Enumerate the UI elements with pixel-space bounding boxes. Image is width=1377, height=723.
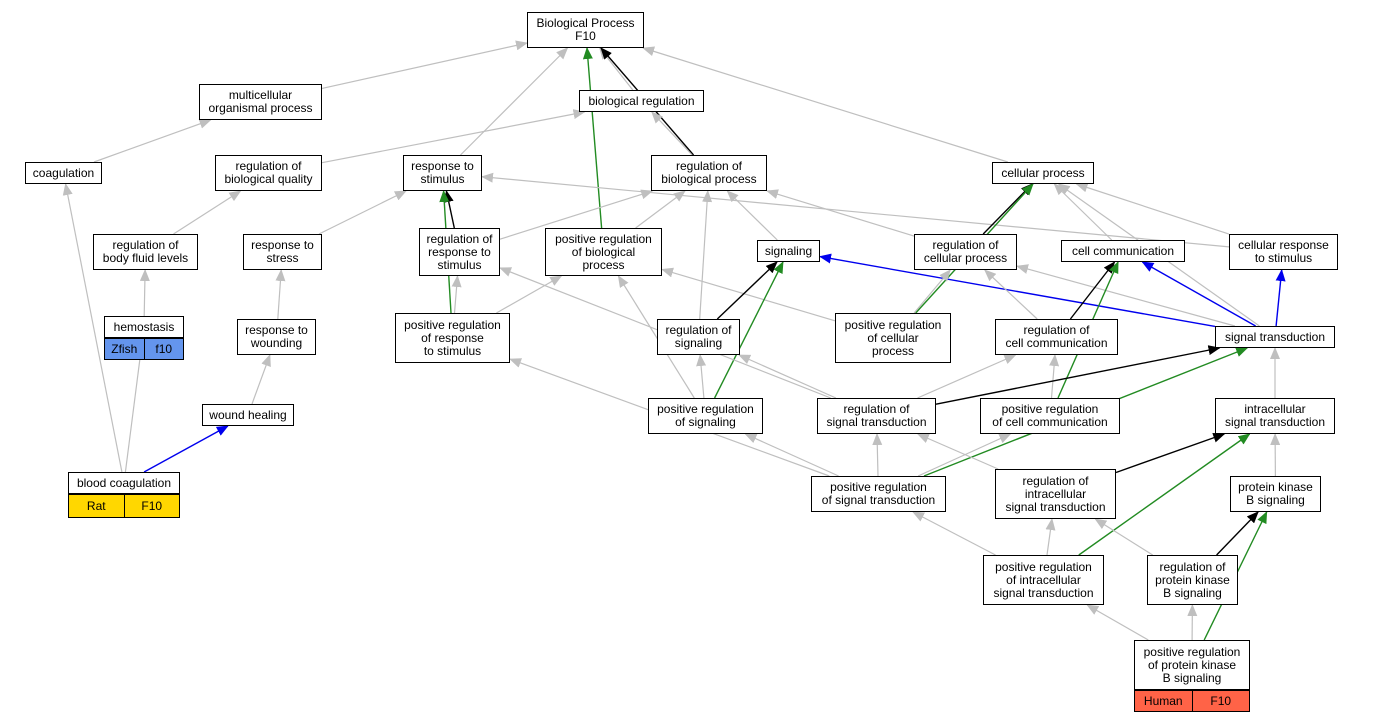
node-positive-regulation-of-cell-communication[interactable]: positive regulation of cell communicatio… (980, 398, 1120, 434)
edge-posregsignaling-to-signaling (713, 261, 784, 399)
node-regulation-of-signaling[interactable]: regulation of signaling (657, 319, 740, 355)
edge-bloodcoag-to-hemostasis (124, 337, 147, 473)
edge-posregcellproc-to-regcellproc (913, 269, 951, 314)
edge-sigtrans-to-cellcomm (1141, 261, 1256, 327)
edge-cellrespstim-to-cellproc (1075, 182, 1230, 235)
edge-posregpkb-to-posregintracell (1086, 604, 1149, 641)
badge-positive-regulation-of-protein-kinase-b-signaling: Human F10 (1134, 690, 1250, 712)
edge-regrespstim-to-regbioproc (499, 189, 654, 240)
badge-species: Human (1134, 690, 1193, 712)
node-regulation-of-body-fluid-levels[interactable]: regulation of body fluid levels (93, 234, 198, 270)
node-hemostasis[interactable]: hemostasis (104, 316, 184, 338)
node-regulation-of-signal-transduction[interactable]: regulation of signal transduction (817, 398, 936, 434)
edge-posregrespstim-to-regrespstim (451, 275, 462, 314)
edge-coagulation-to-multicellular (93, 119, 212, 163)
node-positive-regulation-of-signaling[interactable]: positive regulation of signaling (648, 398, 763, 434)
edge-hemostasis-to-regbodyfluid (139, 269, 150, 317)
node-regulation-of-response-to-stimulus[interactable]: regulation of response to stimulus (419, 228, 500, 276)
edge-regsigtrans-to-sigtrans (935, 345, 1221, 405)
edge-regcellproc-to-regbioproc (766, 189, 915, 237)
node-positive-regulation-of-signal-transduction[interactable]: positive regulation of signal transducti… (811, 476, 946, 512)
edge-cellproc-to-bp (642, 46, 1008, 163)
edge-posregcellcomm-to-regcellcomm (1049, 354, 1060, 399)
badge-species: Zfish (104, 338, 145, 360)
node-response-to-wounding[interactable]: response to wounding (237, 319, 316, 355)
node-multicellular-organismal-process[interactable]: multicellular organismal process (199, 84, 322, 120)
badge-species: Rat (68, 494, 125, 518)
edge-regsigtrans-to-regcellcomm (917, 354, 1017, 399)
node-blood-coagulation[interactable]: blood coagulation (68, 472, 180, 494)
edge-regpkb-to-pkb (1216, 511, 1259, 556)
badge-hemostasis: Zfish f10 (104, 338, 184, 360)
edge-regsigtrans-to-regsignaling (738, 354, 837, 399)
edge-bloodcoag-to-woundheal (143, 425, 229, 473)
edge-sigtrans-to-cellrespstim (1275, 269, 1286, 327)
badge-gene: f10 (144, 338, 184, 360)
edge-posregbioproc-to-bp (582, 47, 603, 229)
edge-regbodyfluid-to-regbioqual (173, 190, 242, 235)
node-cellular-response-to-stimulus[interactable]: cellular response to stimulus (1229, 234, 1338, 270)
edge-regsignaling-to-regbioproc (699, 190, 713, 320)
node-regulation-of-intracellular-signal-transduction[interactable]: regulation of intracellular signal trans… (995, 469, 1116, 519)
node-regulation-of-protein-kinase-b-signaling[interactable]: regulation of protein kinase B signaling (1147, 555, 1238, 605)
edge-regrespstim-to-respstim (443, 190, 455, 229)
node-regulation-of-biological-quality[interactable]: regulation of biological quality (215, 155, 322, 191)
edge-respstim-to-bp (460, 47, 569, 156)
node-positive-regulation-of-cellular-process[interactable]: positive regulation of cellular process (835, 313, 951, 363)
node-response-to-stimulus[interactable]: response to stimulus (403, 155, 482, 191)
node-regulation-of-cellular-process[interactable]: regulation of cellular process (914, 234, 1017, 270)
node-signaling[interactable]: signaling (757, 240, 820, 262)
edge-posregsignaling-to-posregbioproc (617, 275, 695, 399)
edge-respstress-to-respstim (318, 190, 407, 235)
edge-regsignaling-to-signaling (716, 261, 778, 320)
node-signal-transduction[interactable]: signal transduction (1215, 326, 1335, 348)
edge-regpkb-to-regintracell (1094, 518, 1154, 556)
node-positive-regulation-of-biological-process[interactable]: positive regulation of biological proces… (545, 228, 662, 276)
node-coagulation[interactable]: coagulation (25, 162, 102, 184)
edge-posregrespstim-to-posregbioproc (496, 275, 563, 314)
edge-regbioqual-to-bioreg (321, 109, 586, 164)
edge-posregsignaling-to-regsignaling (696, 354, 707, 399)
node-protein-kinase-b-signaling[interactable]: protein kinase B signaling (1230, 476, 1321, 512)
edge-sigtrans-to-signaling (819, 253, 1216, 328)
node-wound-healing[interactable]: wound healing (202, 404, 294, 426)
node-response-to-stress[interactable]: response to stress (243, 234, 322, 270)
edge-respwound-to-respstress (275, 269, 286, 320)
edge-multicellular-to-bp (321, 40, 528, 89)
node-biological-regulation[interactable]: biological regulation (579, 90, 704, 112)
edge-regcellcomm-to-regcellproc (984, 269, 1038, 320)
edge-regbioproc-to-bioreg (651, 111, 693, 156)
edge-bioreg-to-bp (599, 47, 634, 91)
edge-regintracell-to-intracell (1115, 432, 1226, 474)
node-positive-regulation-of-intracellular-signal-transduction[interactable]: positive regulation of intracellular sig… (983, 555, 1104, 605)
node-intracellular-signal-transduction[interactable]: intracellular signal transduction (1215, 398, 1335, 434)
node-regulation-of-cell-communication[interactable]: regulation of cell communication (995, 319, 1118, 355)
badge-blood-coagulation: Rat F10 (68, 494, 180, 518)
edge-woundheal-to-respwound (251, 354, 271, 405)
edge-cellrespstim-to-respstim (481, 172, 1230, 248)
edge-sigtrans-to-regcellproc (1016, 264, 1236, 327)
node-positive-regulation-of-response-to-stimulus[interactable]: positive regulation of response to stimu… (395, 313, 510, 363)
node-positive-regulation-of-protein-kinase-b-signaling[interactable]: positive regulation of protein kinase B … (1134, 640, 1250, 690)
edge-posregcellproc-to-posregbioproc (661, 267, 836, 322)
edge-posregsigtrans-to-regsigtrans (872, 433, 883, 477)
edge-posregsigtrans-to-posregsignaling (744, 433, 839, 477)
edge-posregintracell-to-posregsigtrans (912, 511, 996, 556)
edge-posregsigtrans-to-posregcellcomm (917, 433, 1012, 477)
badge-gene: F10 (124, 494, 180, 518)
edge-regcellcomm-to-cellcomm (1069, 261, 1116, 320)
edge-posregintracell-to-regintracell (1045, 518, 1056, 556)
node-regulation-of-biological-process[interactable]: regulation of biological process (651, 155, 767, 191)
edge-bloodcoag-to-coagulation (62, 183, 123, 473)
edge-signaling-to-regbioproc (726, 190, 778, 241)
edge-posregintracell-to-intracell (1078, 433, 1251, 556)
node-cellular-process[interactable]: cellular process (992, 162, 1094, 184)
node-biological-process[interactable]: Biological Process F10 (527, 12, 644, 48)
node-cell-communication[interactable]: cell communication (1061, 240, 1185, 262)
badge-gene: F10 (1192, 690, 1250, 712)
edge-posregbioproc-to-regbioproc (635, 190, 686, 229)
edge-regintracell-to-regsigtrans (916, 433, 999, 470)
